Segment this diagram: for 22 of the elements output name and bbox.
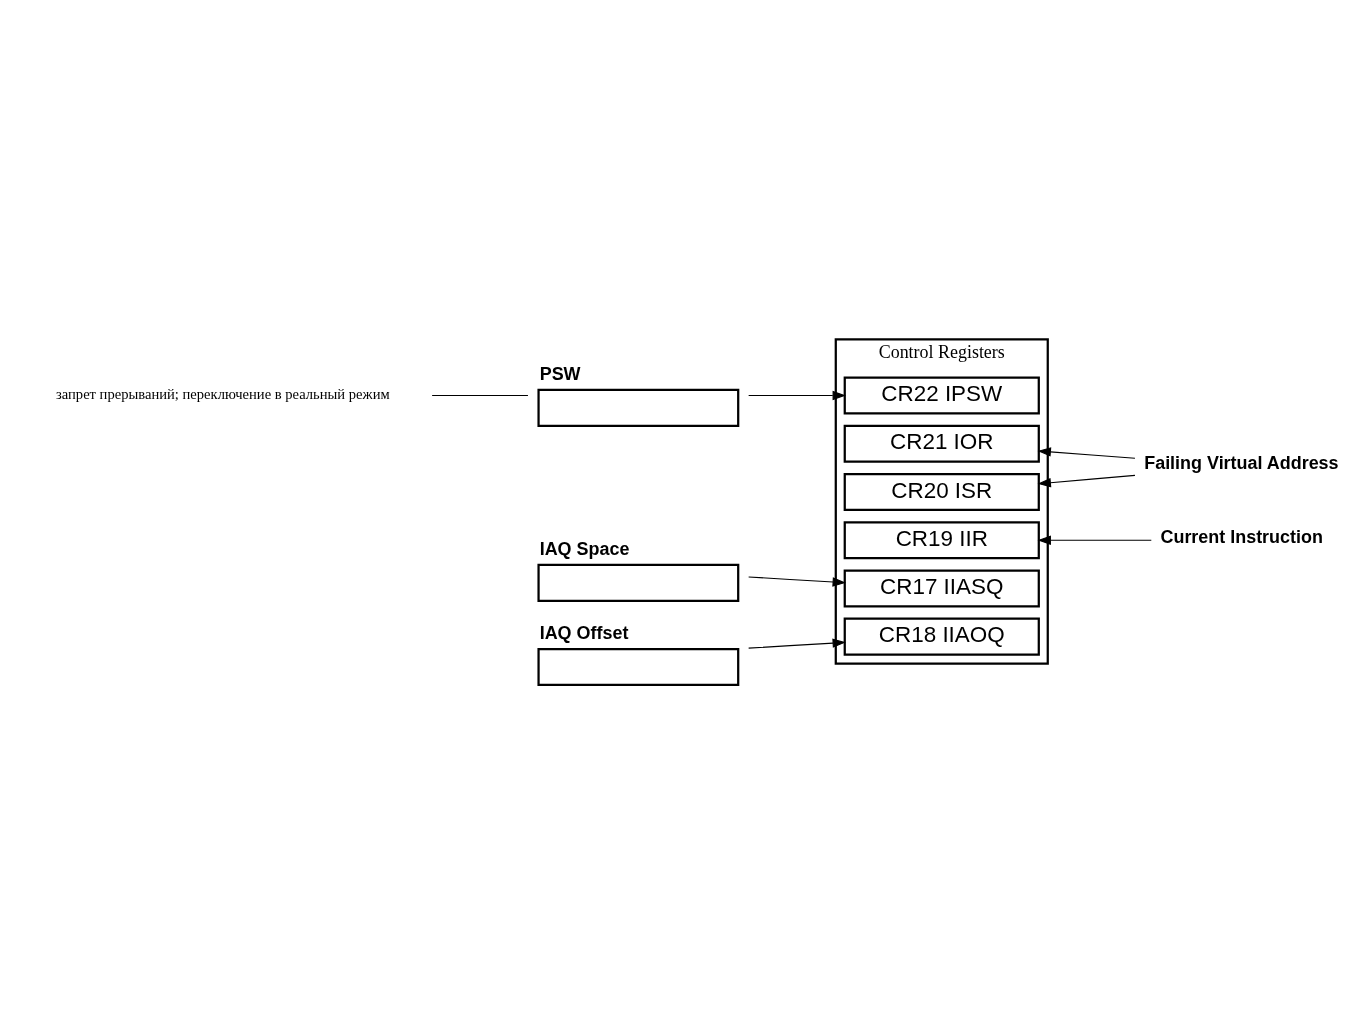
arrow — [748, 390, 847, 401]
arrow — [1037, 447, 1136, 459]
arrow — [748, 638, 847, 649]
node-text: Current Instruction — [1160, 527, 1323, 548]
node-box: CR18 IIAOQ — [843, 617, 1040, 656]
arrow — [748, 576, 847, 587]
connector — [431, 395, 529, 397]
arrow — [1037, 474, 1136, 488]
node-label: IAQ Offset — [539, 622, 629, 643]
node-label: IAQ Space — [539, 538, 630, 559]
node-label: PSW — [539, 363, 581, 384]
node-box: CR21 IOR — [843, 424, 1040, 463]
node-box — [537, 388, 740, 427]
node-text: запрет прерываний; переключение в реальный режим — [56, 386, 390, 403]
node-box — [537, 647, 740, 687]
node-box: CR17 IIASQ — [843, 569, 1040, 608]
arrow — [1037, 535, 1152, 545]
node-box: CR19 IIR — [843, 521, 1040, 560]
node-box: CR22 IPSW — [843, 376, 1040, 415]
node-box — [537, 563, 740, 602]
node-box: CR20 ISR — [843, 472, 1040, 512]
node-text: Failing Virtual Address — [1144, 453, 1339, 474]
